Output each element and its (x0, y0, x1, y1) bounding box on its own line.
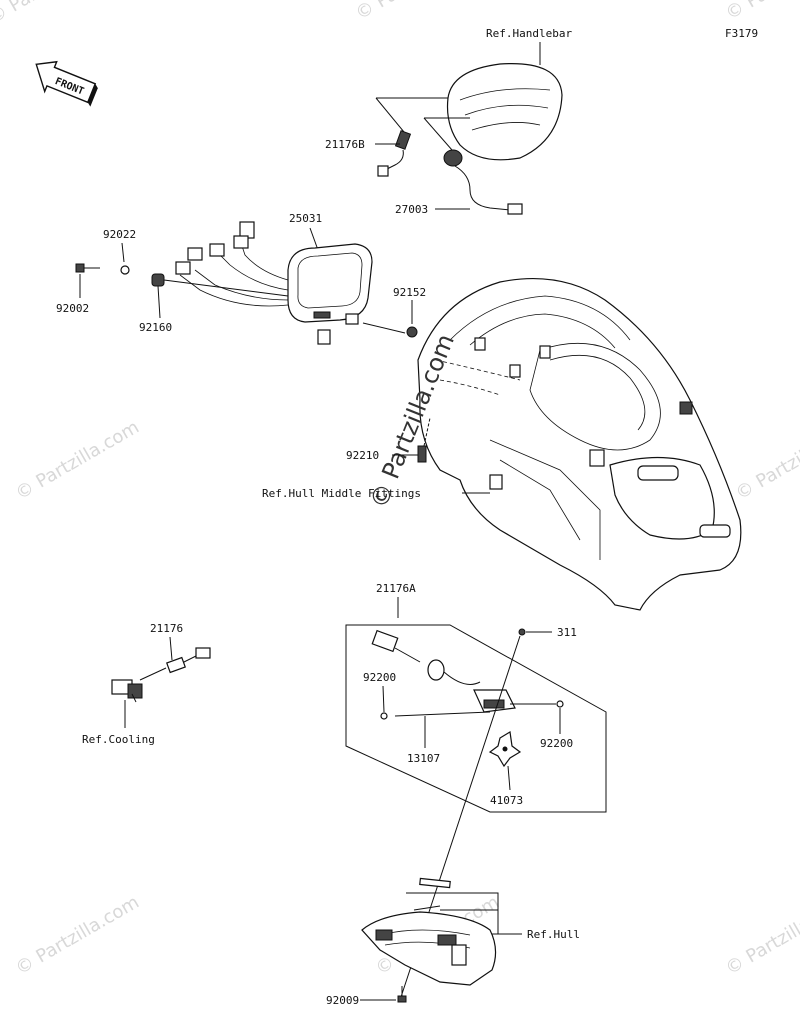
part-21176-sensor (111, 647, 211, 703)
part-92200b-washer (556, 700, 564, 708)
hull-lower-piece (361, 877, 497, 986)
part-92210-label: 92210 (346, 449, 379, 462)
ref-hull-label: Ref.Hull (527, 928, 580, 941)
part-41073-bracket (488, 731, 522, 768)
watermark-top-mid: © Partzilla.com (352, 0, 483, 24)
part-92009-label: 92009 (326, 994, 359, 1007)
watermark-bottom-left: © Partzilla.com (12, 892, 143, 980)
part-92152-nut (406, 326, 418, 338)
part-92152-label: 92152 (393, 286, 426, 299)
part-92160-label: 92160 (139, 321, 172, 334)
watermark-left-mid: © Partzilla.com (12, 417, 143, 505)
assembly-bracket-box (345, 624, 607, 813)
ref-hull-middle-fittings-label: Ref.Hull Middle Fittings (262, 487, 421, 500)
part-311-clamp (518, 628, 526, 636)
watermark-right-mid: © Partzilla.com (732, 417, 800, 505)
part-21176A-label: 21176A (376, 582, 416, 595)
part-92160-grommet (151, 273, 165, 287)
front-arrow-icon: FRONT (35, 60, 98, 107)
part-92200a-label: 92200 (363, 671, 396, 684)
part-13107-rod (394, 711, 491, 717)
part-27003-switch (443, 149, 523, 215)
watermark-top-left: © Partzilla.com (0, 0, 116, 28)
part-92009-screw (397, 986, 407, 1003)
part-25031-label: 25031 (289, 212, 322, 225)
part-92002-label: 92002 (56, 302, 89, 315)
part-21176B-label: 21176B (325, 138, 365, 151)
part-21176A-sensor (371, 629, 516, 713)
meter-wiring-harness (175, 221, 289, 307)
ref-handlebar-label: Ref.Handlebar (486, 27, 572, 40)
watermark-bottom-right: © Partzilla.com (722, 892, 800, 980)
part-21176B-sensor (377, 130, 412, 177)
diagram-code: F3179 (725, 27, 758, 40)
part-92200a-washer (380, 712, 388, 720)
part-25031-meter (287, 243, 373, 345)
watermark-top-right: © Partzilla.com (722, 0, 800, 24)
handlebar-pad (446, 62, 563, 161)
part-41073-label: 41073 (490, 794, 523, 807)
hull-upper-deck (417, 277, 742, 611)
ref-cooling-label: Ref.Cooling (82, 733, 155, 746)
part-92200b-label: 92200 (540, 737, 573, 750)
part-21176-label: 21176 (150, 622, 183, 635)
part-311-label: 311 (557, 626, 577, 639)
part-92002-bolt (75, 263, 100, 273)
part-92022-label: 92022 (103, 228, 136, 241)
part-92022-washer (120, 265, 130, 275)
part-27003-label: 27003 (395, 203, 428, 216)
part-13107-label: 13107 (407, 752, 440, 765)
part-92210-clip (417, 445, 427, 463)
